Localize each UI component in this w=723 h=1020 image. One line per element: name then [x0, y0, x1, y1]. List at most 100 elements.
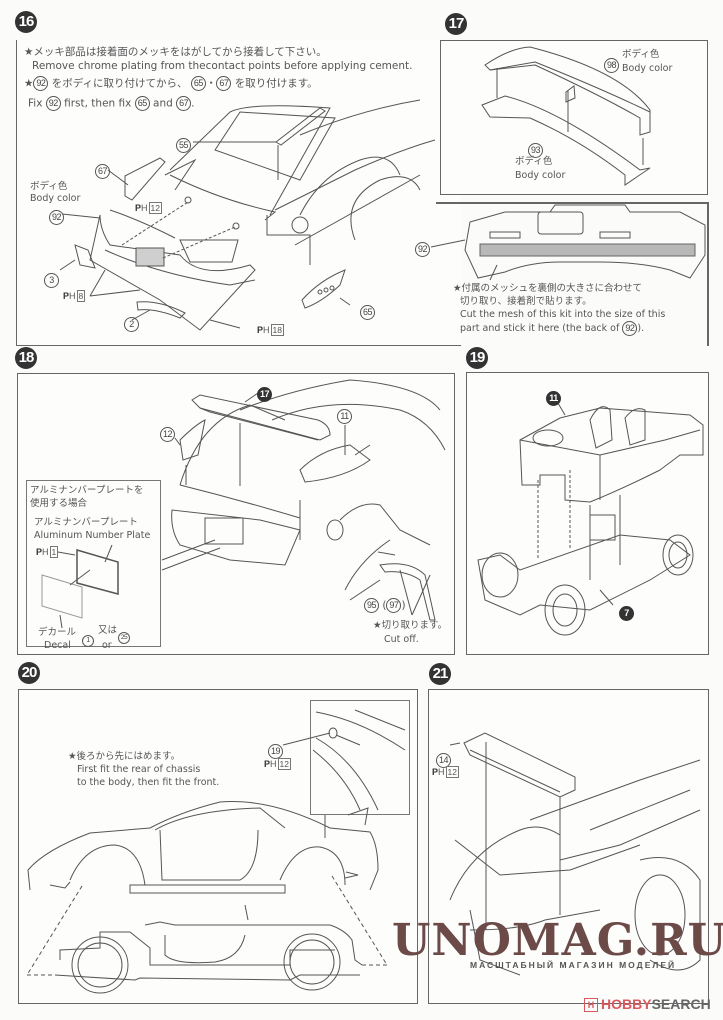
- step-18-number: 18: [15, 347, 37, 369]
- ph-number: 12: [277, 758, 291, 770]
- plate-title-jp-2: 使用する場合: [30, 498, 88, 509]
- part-92-number: 92: [415, 242, 430, 257]
- part-11-callout: 11: [546, 388, 561, 407]
- step-17-panel: [440, 40, 708, 195]
- part-2-callout: 2: [124, 314, 139, 333]
- plate-title-jp-1: アルミナンバープレートを: [30, 485, 144, 496]
- part-55-callout: 55: [176, 135, 191, 154]
- part-93-callout: 93: [528, 140, 543, 159]
- or-en: or: [102, 640, 112, 651]
- decal-jp: デカール: [38, 627, 77, 638]
- ph-number: 12: [148, 202, 162, 214]
- part-3-callout: 3: [44, 270, 59, 289]
- step-20-note-en-2: to the body, then fit the front.: [77, 777, 220, 788]
- step-16-note2-jp: ★92 をボディに取り付けてから、 65・67 を取り付けます。: [24, 76, 318, 91]
- part-2-number: 2: [124, 317, 139, 332]
- step-17-number: 17: [445, 13, 467, 35]
- cut-off-jp: ★切り取ります。: [373, 620, 448, 631]
- plate-label-jp: アルミナンバープレート: [34, 517, 138, 528]
- part-92-number: 92: [622, 321, 638, 336]
- decal-1-number: 1: [82, 634, 94, 647]
- fender-parts-callout: 95 (97): [364, 598, 406, 613]
- step-21-number: 21: [429, 663, 451, 685]
- step-21-panel: [428, 689, 709, 1004]
- ph-prefix: H: [141, 203, 148, 213]
- decal-1-callout: 1: [82, 630, 94, 649]
- ph-prefix: H: [438, 767, 445, 777]
- step-16-body-color-en: Body color: [30, 193, 81, 204]
- mesh-note-jp-1: ★付属のメッシュを裏側の大きさに合わせて: [453, 283, 643, 294]
- step-20-note-jp: ★後ろから先にはめます。: [68, 751, 181, 762]
- part-95-number: 95: [364, 598, 379, 613]
- part-65-label: 65: [190, 76, 206, 91]
- mesh-note-en-2a: part and stick it here (the back of: [460, 323, 620, 334]
- cut-off-en: Cut off.: [384, 634, 419, 645]
- step-19-panel: [466, 372, 709, 655]
- step-17-body-color-en-98: Body color: [622, 63, 673, 74]
- note2-en-b: first, then fix: [64, 97, 132, 110]
- step-16-body-color-jp: ボディ色: [30, 181, 68, 192]
- step-17-body-color-en-93: Body color: [515, 170, 566, 181]
- mesh-note-en-1: Cut the mesh of this kit into the size o…: [460, 309, 666, 320]
- step-17-body-color-jp-98: ボディ色: [622, 49, 660, 60]
- mesh-note-jp-2: 切り取り、接着剤で貼ります。: [460, 296, 592, 307]
- ph-number: 1: [49, 546, 59, 558]
- note2-en-d: .: [191, 97, 195, 110]
- part-17-callout: 17: [257, 384, 272, 403]
- decal-en: Decal: [44, 640, 71, 651]
- unomag-watermark: UNOMAG.RU: [392, 915, 723, 966]
- note2-text-end: を取り付けます。: [234, 77, 318, 90]
- step-16-right-border: [707, 202, 709, 346]
- part-67-label: 67: [176, 96, 192, 111]
- part-92-mesh-callout: 92: [415, 239, 430, 258]
- part-67-callout: 67: [95, 161, 110, 180]
- part-92-callout: 92: [49, 207, 64, 226]
- part-67-label: 67: [216, 76, 232, 91]
- step-16-top-border: [436, 202, 708, 204]
- step-20-number: 20: [18, 662, 40, 684]
- aluminum-plate-box: [26, 480, 161, 647]
- step-16-number: 16: [15, 11, 37, 33]
- part-65-callout: 65: [360, 302, 375, 321]
- ph-number: 18: [270, 324, 284, 336]
- part-7-number: 7: [619, 606, 634, 621]
- part-93-number: 93: [528, 143, 543, 158]
- note2-text: をボディに取り付けてから、: [51, 77, 188, 90]
- part-65-number: 65: [360, 305, 375, 320]
- step-20-note-en-1: First fit the rear of chassis: [77, 764, 201, 775]
- part-19-number: 19: [268, 744, 283, 759]
- decal-25-callout: 25: [118, 627, 130, 646]
- ph-prefix: H: [69, 291, 76, 301]
- ph-prefix: H: [42, 547, 49, 557]
- hobby-search-icon: H: [584, 998, 598, 1012]
- part-55-number: 55: [176, 138, 191, 153]
- part-92-number: 92: [49, 210, 64, 225]
- body-outline: [169, 105, 331, 216]
- part-7-callout: 7: [619, 603, 634, 622]
- hobby-search-text-a: HOBBY: [601, 996, 652, 1012]
- plate-label-en: Aluminum Number Plate: [34, 530, 151, 541]
- part-67-number: 67: [95, 164, 110, 179]
- part-19-callout: 19: [268, 741, 283, 760]
- part-14-number: 14: [436, 753, 451, 768]
- ph-prefix: H: [270, 759, 277, 769]
- star-icon: ★: [24, 77, 34, 90]
- note2-en-c: and: [153, 97, 173, 110]
- step-16-note1-jp: ★メッキ部品は接着面のメッキをはがしてから接着して下さい。: [24, 46, 327, 58]
- ph-number: 12: [445, 766, 459, 778]
- decal-25-number: 25: [118, 631, 130, 644]
- part-12-number: 12: [160, 427, 175, 442]
- part-17-number: 17: [257, 387, 272, 402]
- step-16-note2-en: Fix 92 first, then fix 65 and 67.: [28, 96, 195, 111]
- part-98-number: 98: [604, 58, 619, 73]
- part-11-number: 11: [546, 391, 561, 406]
- part-65-label: 65: [134, 96, 150, 111]
